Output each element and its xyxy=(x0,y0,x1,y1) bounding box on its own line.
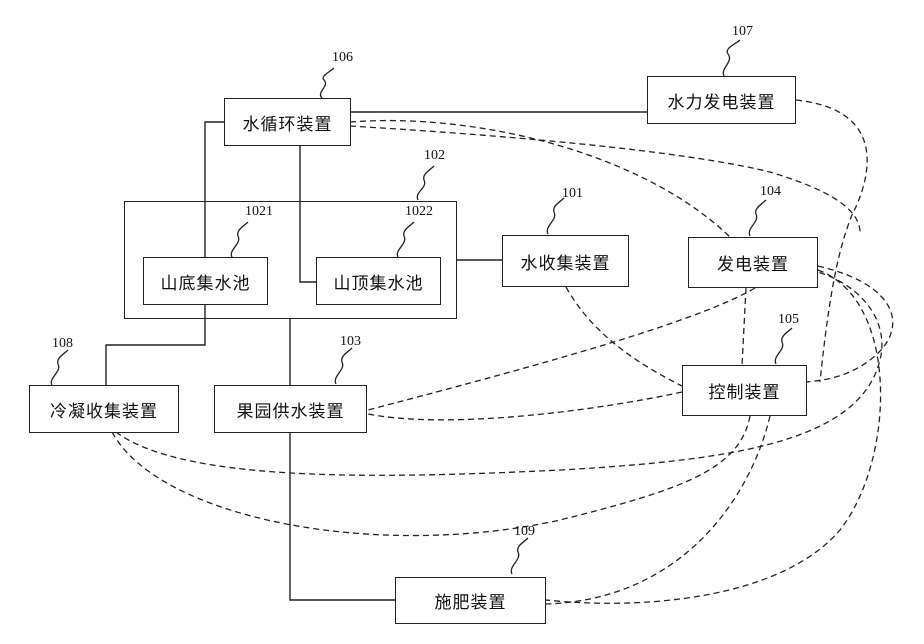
water-collect-label: 水收集装置 xyxy=(521,249,611,274)
dash-powergen-control xyxy=(742,288,746,366)
ref-106: 106 xyxy=(332,50,353,66)
leader-102 xyxy=(417,166,434,200)
leader-107 xyxy=(723,40,740,76)
dash-powergen-right-control xyxy=(806,266,893,382)
dash-watercollect-control xyxy=(566,287,682,386)
ref-104: 104 xyxy=(760,184,781,200)
leader-109 xyxy=(511,538,528,574)
orchard-supply-label: 果园供水装置 xyxy=(237,397,345,422)
fertilizer-box: 施肥装置 xyxy=(395,577,546,624)
ref-103: 103 xyxy=(340,334,361,350)
fertilizer-label: 施肥装置 xyxy=(435,588,507,613)
orchard-supply-box: 果园供水装置 xyxy=(214,385,367,433)
power-gen-box: 发电装置 xyxy=(688,237,818,288)
leader-103 xyxy=(335,348,352,384)
dash-powergen-fertilizer xyxy=(546,270,881,603)
dash-control-orchard xyxy=(368,392,682,420)
dash-control-fertilizer xyxy=(546,416,770,604)
leader-105 xyxy=(775,328,792,364)
ref-107: 107 xyxy=(732,24,753,40)
top-pool-box: 山顶集水池 xyxy=(316,257,441,305)
leader-106 xyxy=(320,68,334,98)
ref-109: 109 xyxy=(514,524,535,540)
ref-105: 105 xyxy=(778,312,799,328)
water-collect-box: 水收集装置 xyxy=(502,235,629,287)
condensate-box: 冷凝收集装置 xyxy=(29,385,179,433)
ref-102: 102 xyxy=(424,148,445,164)
water-cycle-box: 水循环装置 xyxy=(224,98,351,146)
condensate-label: 冷凝收集装置 xyxy=(50,397,158,422)
ref-101: 101 xyxy=(562,186,583,202)
ref-108: 108 xyxy=(52,336,73,352)
hydro-power-label: 水力发电装置 xyxy=(668,88,776,113)
hydro-power-box: 水力发电装置 xyxy=(647,76,796,124)
base-pool-label: 山底集水池 xyxy=(161,269,251,294)
top-pool-label: 山顶集水池 xyxy=(334,269,424,294)
control-box: 控制装置 xyxy=(682,365,807,416)
ref-1022: 1022 xyxy=(405,204,433,220)
leader-101 xyxy=(547,198,564,234)
leader-104 xyxy=(749,200,766,236)
control-label: 控制装置 xyxy=(709,378,781,403)
link-orchard-fertilizer xyxy=(290,432,395,600)
ref-1021: 1021 xyxy=(245,204,273,220)
dash-condensate-control xyxy=(112,416,750,536)
leader-108 xyxy=(51,350,68,385)
base-pool-box: 山底集水池 xyxy=(143,257,268,305)
power-gen-label: 发电装置 xyxy=(717,250,789,275)
water-cycle-label: 水循环装置 xyxy=(243,110,333,135)
